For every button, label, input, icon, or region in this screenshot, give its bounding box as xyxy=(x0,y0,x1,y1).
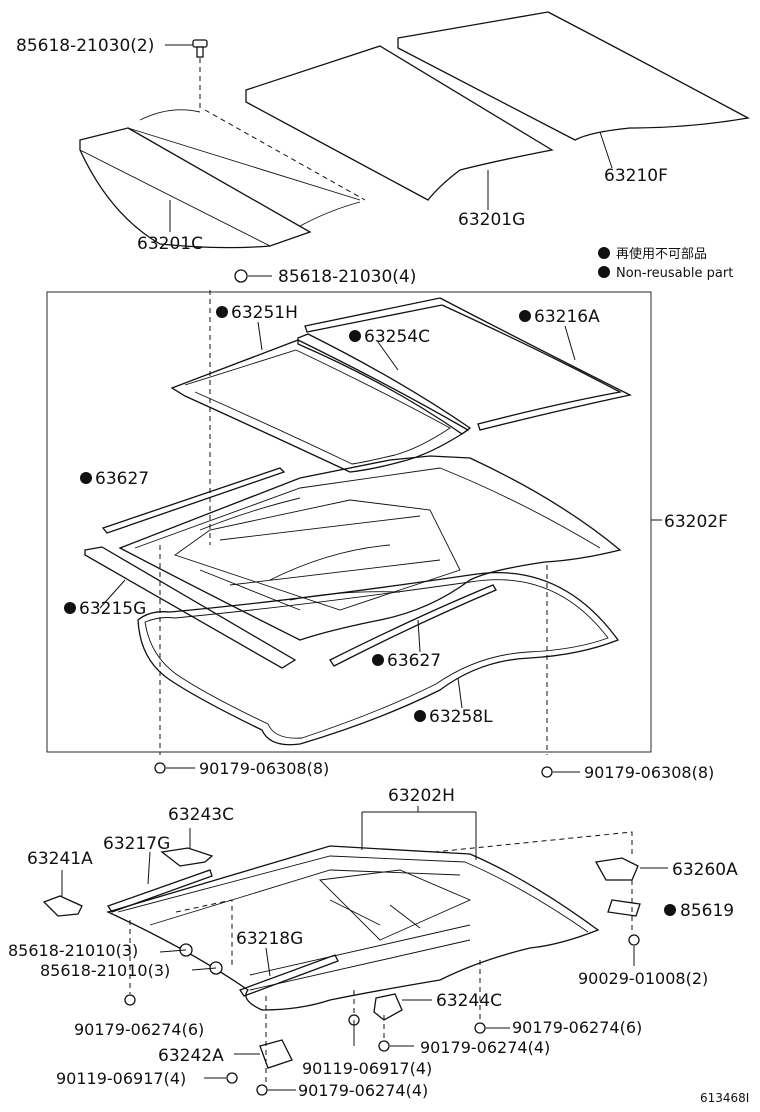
dot-63254C xyxy=(349,330,361,342)
label-weather-627-top: 63627 xyxy=(95,469,149,489)
seal-63251H[interactable] xyxy=(170,321,470,473)
sunshade-63201C[interactable] xyxy=(79,109,361,249)
label-screw-1008: 90029-01008(2) xyxy=(578,969,708,988)
label-assy-f: 63202F xyxy=(664,512,728,532)
glass-panel-63201G[interactable] xyxy=(245,45,554,210)
label-nut-6917-left: 90119-06917(4) xyxy=(56,1069,186,1088)
legend-dot-1 xyxy=(598,247,610,259)
grommet-85619[interactable] xyxy=(607,899,641,917)
label-housing-h: 63202H xyxy=(388,786,455,806)
label-seal-h: 63251H xyxy=(231,303,298,323)
assembly-63202F-box xyxy=(46,291,652,753)
label-deflector-a: 63216A xyxy=(534,307,600,327)
legend-line-2: Non-reusable part xyxy=(616,266,733,281)
label-trim-g: 63215G xyxy=(79,599,146,619)
label-rail-g: 63217G xyxy=(103,834,170,854)
label-clip-6274-bot: 90179-06274(4) xyxy=(298,1081,428,1100)
trim-63218G[interactable] xyxy=(239,947,339,997)
label-trim-218g: 63218G xyxy=(236,929,303,949)
weather-strip-63627-bot[interactable] xyxy=(329,584,497,667)
bolt-icon-4 xyxy=(234,269,272,283)
label-clip-6274-right: 90179-06274(6) xyxy=(512,1018,642,1037)
bracket-63242A[interactable] xyxy=(234,1039,293,1069)
label-bolt-1010-a: 85618-21010(3) xyxy=(8,941,138,960)
dot-63627-bot xyxy=(372,654,384,666)
fastener-icons-bottom xyxy=(124,899,640,1096)
label-clip-left: 90179-06308(8) xyxy=(199,759,329,778)
frame-assembly[interactable] xyxy=(118,455,622,641)
dot-85619 xyxy=(664,904,676,916)
dot-63258L xyxy=(414,710,426,722)
label-bolt-4: 85618-21030(4) xyxy=(278,267,416,287)
dot-63627-top xyxy=(80,472,92,484)
label-roof-panel: 63210F xyxy=(604,166,668,186)
legend-line-1: 再使用不可部品 xyxy=(616,246,707,262)
dot-63215G xyxy=(64,602,76,614)
label-drip-l: 63258L xyxy=(429,707,493,727)
bolt-icon-top xyxy=(165,39,366,201)
label-grommet: 85619 xyxy=(680,901,734,921)
label-weather-627-bot: 63627 xyxy=(387,651,441,671)
housing-63202H[interactable] xyxy=(106,845,600,1011)
label-sunshade: 63201C xyxy=(137,234,203,254)
roof-panel-63210F[interactable] xyxy=(397,11,750,169)
label-bolt-top: 85618-21030(2) xyxy=(16,36,154,56)
bracket-63241A[interactable] xyxy=(42,870,83,917)
deflector-63216A[interactable] xyxy=(304,297,632,431)
bracket-63244C[interactable] xyxy=(373,993,432,1021)
label-bracket-c: 63243C xyxy=(168,805,234,825)
label-bolt-1010-b: 85618-21010(3) xyxy=(40,961,170,980)
bracket-63243C[interactable] xyxy=(160,828,214,867)
label-nut-6917-mid: 90119-06917(4) xyxy=(302,1059,432,1078)
trim-rail-63217G[interactable] xyxy=(106,851,213,913)
label-clip-6274-left: 90179-06274(6) xyxy=(74,1020,204,1039)
clip-icons-63202F xyxy=(154,290,580,778)
label-clip-right: 90179-06308(8) xyxy=(584,763,714,782)
label-bracket-244c: 63244C xyxy=(436,991,502,1011)
label-seal-c: 63254C xyxy=(364,327,430,347)
legend-dot-2 xyxy=(598,266,610,278)
dot-63251H xyxy=(216,306,228,318)
housing-bracket-lines xyxy=(361,806,477,860)
drip-seal-63258L[interactable] xyxy=(137,572,620,746)
label-motor-a: 63260A xyxy=(672,860,738,880)
label-bracket-a: 63241A xyxy=(27,849,93,869)
figure-id: 613468I xyxy=(700,1091,749,1105)
dot-63216A xyxy=(519,310,531,322)
motor-63260A[interactable] xyxy=(433,831,668,930)
label-bracket-242a: 63242A xyxy=(158,1046,224,1066)
label-glass-panel: 63201G xyxy=(458,210,525,230)
label-clip-6274-mid: 90179-06274(4) xyxy=(420,1038,550,1057)
trim-63215G[interactable] xyxy=(84,546,297,669)
weather-strip-63627-top[interactable] xyxy=(101,467,286,534)
